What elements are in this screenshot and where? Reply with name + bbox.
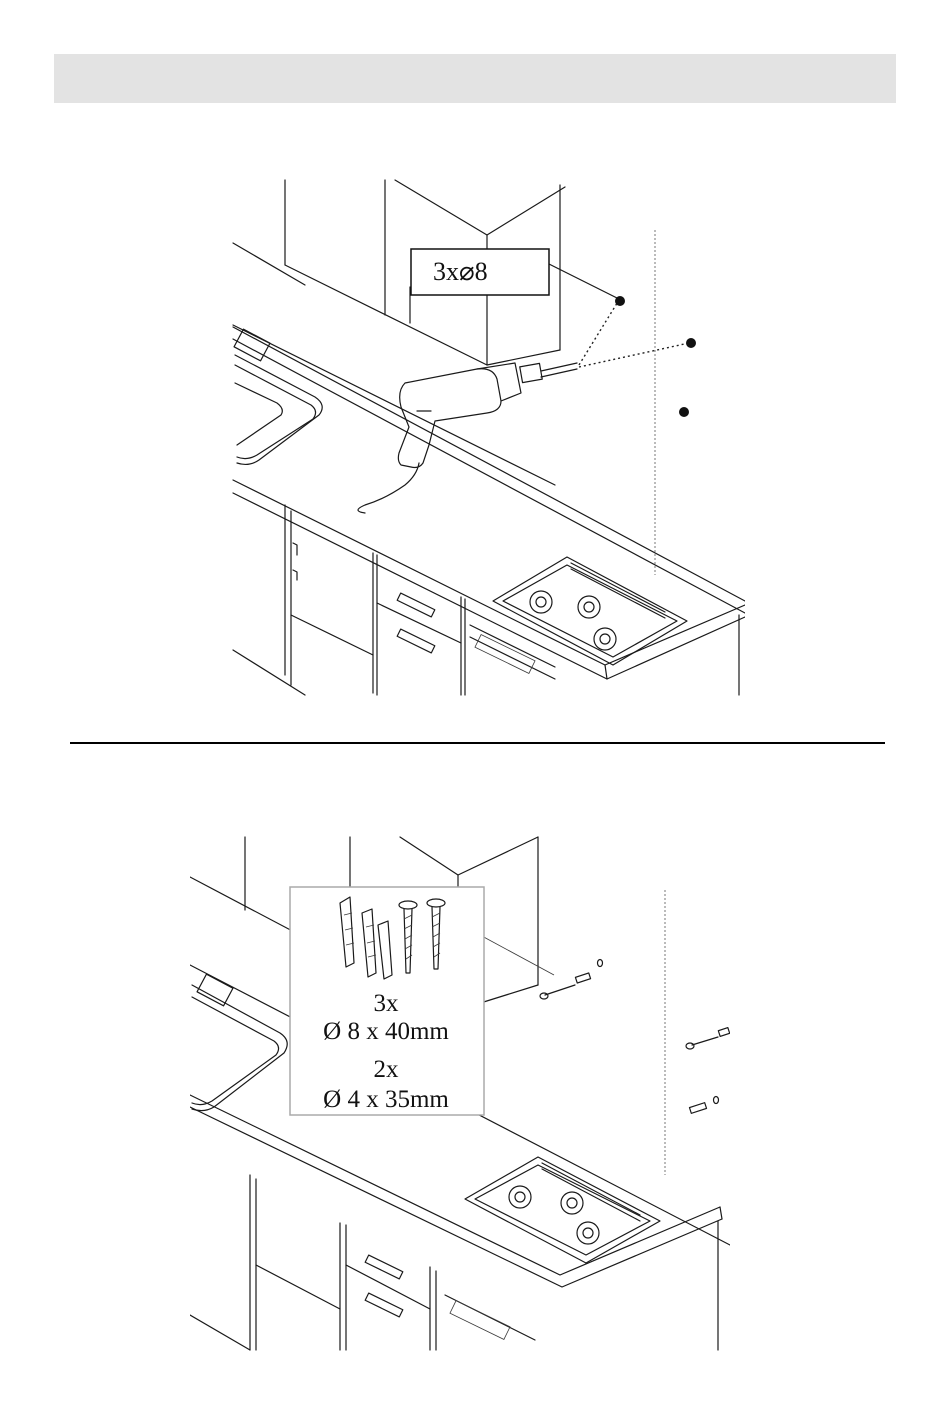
anchor-illustration: 3x Ø 8 x 40mm 2x Ø 4 x 35mm bbox=[190, 835, 730, 1355]
sink bbox=[192, 974, 287, 1110]
base-cabinets bbox=[233, 505, 739, 695]
drill-hole-marker bbox=[686, 338, 696, 348]
power-drill bbox=[358, 363, 577, 513]
drill-hole-marker bbox=[679, 407, 689, 417]
screw-size: Ø 4 x 35mm bbox=[323, 1086, 449, 1113]
wall-anchor-set bbox=[540, 960, 603, 1000]
drill-hole-marker bbox=[615, 296, 625, 306]
section-header-bar bbox=[54, 54, 896, 103]
anchor-quantity: 3x bbox=[374, 990, 400, 1017]
sink bbox=[234, 329, 322, 464]
base-cabinets bbox=[190, 1175, 718, 1350]
drill-size-callout: 3x⌀8 bbox=[411, 249, 549, 295]
gas-cooktop bbox=[465, 1157, 660, 1263]
fixing-parts-box: 3x Ø 8 x 40mm 2x Ø 4 x 35mm bbox=[290, 887, 484, 1115]
gas-cooktop bbox=[493, 557, 687, 665]
drilling-illustration: 3x⌀8 bbox=[225, 175, 745, 697]
screw-quantity: 2x bbox=[374, 1056, 400, 1083]
wall-anchor-set bbox=[686, 1028, 730, 1049]
section-divider bbox=[70, 742, 885, 744]
wall-anchor bbox=[689, 1097, 718, 1114]
anchor-size: Ø 8 x 40mm bbox=[323, 1018, 449, 1045]
drill-size-label: 3x⌀8 bbox=[433, 257, 488, 286]
countertop bbox=[190, 1095, 722, 1287]
